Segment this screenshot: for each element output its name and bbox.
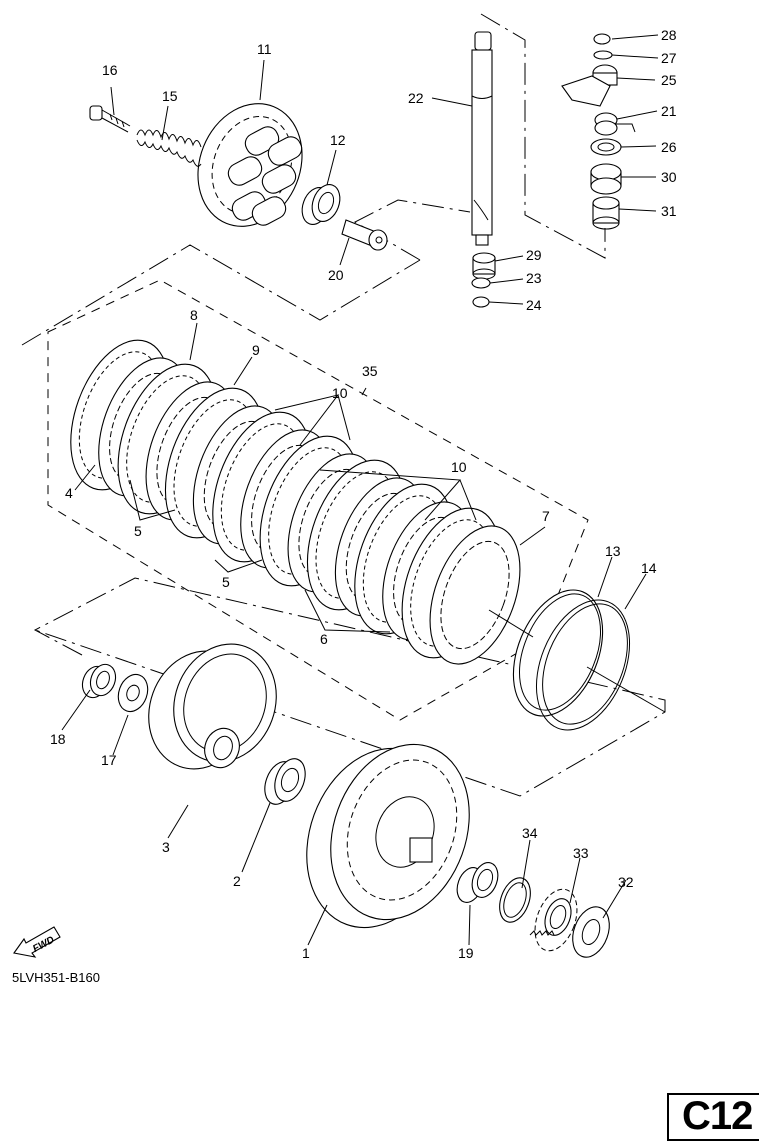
ring-axis-line: [586, 666, 666, 713]
oil-seal-30-part: [590, 163, 622, 195]
callout-2: 2: [233, 873, 241, 889]
bolt-part: [89, 105, 131, 133]
callout-13: 13: [605, 543, 621, 559]
callout-7: 7: [542, 508, 550, 524]
callout-15: 15: [162, 88, 178, 104]
callout-29: 29: [526, 247, 542, 263]
page-label-box: [667, 1093, 759, 1141]
primary-driven-gear-1-part: [306, 743, 470, 929]
push-rod-part: [341, 219, 388, 251]
drawing-code: 5LVH351-B160: [12, 970, 100, 985]
bearing-part: [301, 184, 341, 225]
ring-13-part: [512, 589, 604, 717]
callout-24: 24: [526, 297, 542, 313]
callout-6: 6: [320, 631, 328, 647]
callout-33: 33: [573, 845, 589, 861]
leader-lines: [61, 34, 659, 946]
pressure-plate-group-outline: [21, 244, 421, 346]
callout-5-lower: 5: [222, 574, 230, 590]
bearing-31-part: [592, 196, 620, 230]
clutch-housing-group-outline: [33, 577, 666, 797]
callout-11: 11: [257, 41, 272, 57]
ring-14-part: [535, 599, 631, 731]
collar-2-part: [264, 758, 306, 805]
callout-19: 19: [458, 945, 474, 961]
callout-5-upper: 5: [134, 523, 142, 539]
circlip-28-part: [593, 33, 611, 45]
nut-18-part: [81, 663, 117, 699]
callout-12: 12: [330, 132, 346, 148]
callout-16: 16: [102, 62, 118, 78]
callout-10-lower: 10: [451, 459, 467, 475]
shift-shaft-group-outline: [480, 13, 606, 259]
lock-washer-17-part: [117, 673, 149, 713]
push-lever-25-part: [561, 64, 618, 107]
callout-31: 31: [661, 203, 677, 219]
callout-8: 8: [190, 307, 198, 323]
callout-30: 30: [661, 169, 677, 185]
callout-25: 25: [661, 72, 677, 88]
push-lever-shaft-part: [471, 31, 493, 246]
washer-27-part: [593, 50, 613, 60]
washer-23-part: [471, 277, 491, 289]
washer-32-part: [572, 906, 610, 958]
bearing-29-part: [472, 252, 496, 280]
clutch-boss-3-part: [148, 643, 277, 770]
callout-14: 14: [641, 560, 657, 576]
fwd-arrow-icon: FWD: [13, 926, 61, 958]
callout-26: 26: [661, 139, 677, 155]
callout-1: 1: [302, 945, 310, 961]
plate-stack: [70, 339, 521, 665]
washer-26-part: [590, 138, 622, 156]
callout-28: 28: [661, 27, 677, 43]
clutch-plate: [429, 525, 521, 665]
page-label: C12: [682, 1094, 753, 1138]
callout-9: 9: [252, 342, 260, 358]
callout-17: 17: [101, 752, 117, 768]
ring-34-part: [499, 877, 531, 923]
callout-23: 23: [526, 270, 542, 286]
plate-axis-line: [488, 609, 534, 638]
clutch-plate-teeth: [440, 540, 510, 650]
callout-35: 35: [362, 363, 378, 379]
callout-18: 18: [50, 731, 66, 747]
callout-32: 32: [618, 874, 634, 890]
callout-22: 22: [408, 90, 424, 106]
callout-27: 27: [661, 50, 677, 66]
callout-3: 3: [162, 839, 170, 855]
callout-21: 21: [661, 103, 677, 119]
spring-21-part: [594, 112, 636, 136]
clutch-spring-part: [136, 129, 202, 167]
gear-33-part: [529, 888, 578, 952]
circlip-24-part: [472, 296, 490, 308]
bearing-19-part: [456, 862, 499, 903]
callout-20: 20: [328, 267, 344, 283]
pressure-plate-part: [197, 103, 303, 227]
callout-34: 34: [522, 825, 538, 841]
callout-10-upper: 10: [332, 385, 348, 401]
callout-4: 4: [65, 485, 73, 501]
